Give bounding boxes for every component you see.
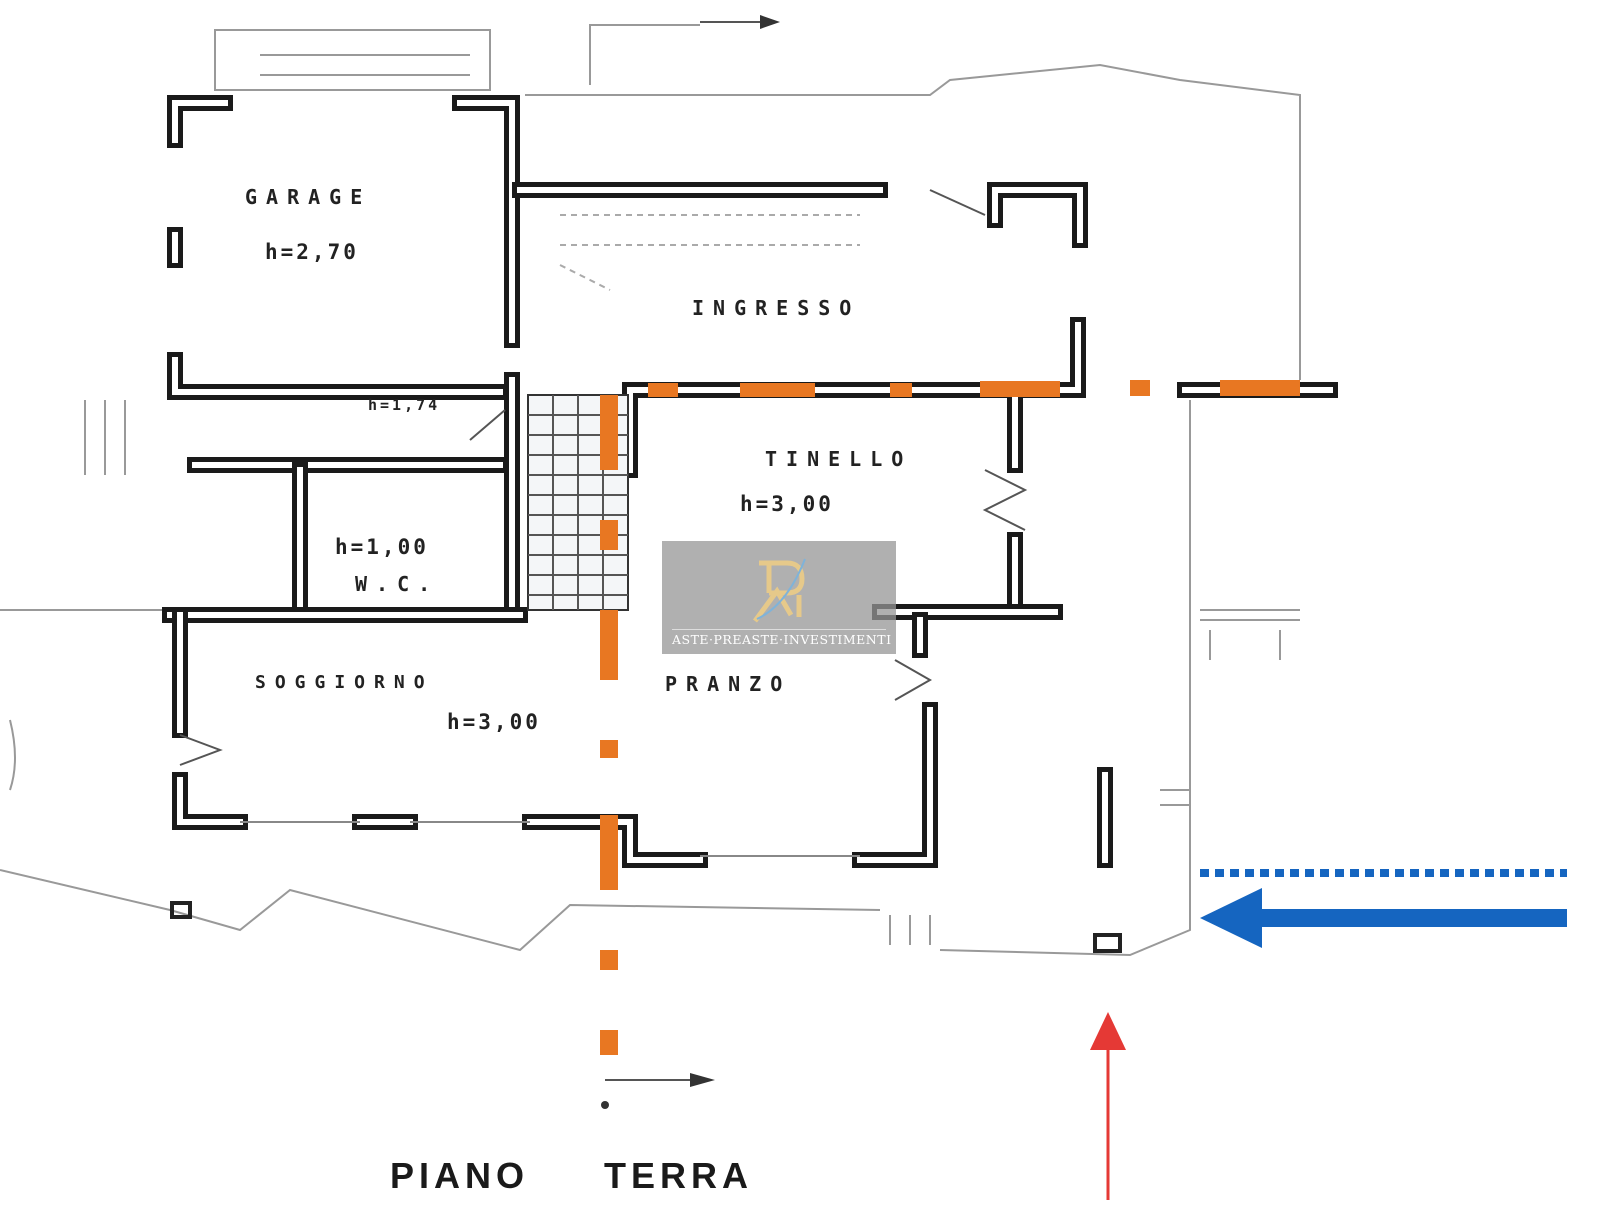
room-label-soggiorno: SOGGIORNO — [255, 672, 434, 693]
room-label-garage: GARAGE — [245, 185, 372, 209]
room-label-ingresso: INGRESSO — [692, 296, 861, 320]
site-lines — [0, 15, 1301, 957]
room-label-pranzo: PRANZO — [665, 672, 792, 696]
plan-title: PIANO TERRA — [390, 1155, 754, 1196]
watermark: ASTE·PREASTE·INVESTIMENTI — [662, 541, 896, 654]
room-label-wc: W.C. — [355, 572, 440, 596]
door-swings — [179, 189, 1028, 766]
room-height-tinello: h=3,00 — [740, 492, 834, 516]
room-height-garage: h=2,70 — [265, 240, 359, 264]
watermark-logo-icon — [752, 558, 806, 623]
room-height-wc: h=1,00 — [335, 535, 429, 559]
room-label-tinello: TINELLO — [765, 447, 913, 471]
walls — [162, 95, 1338, 868]
room-height-ripostiglio: h=1,74 — [368, 396, 441, 414]
access-arrow — [1200, 869, 1567, 948]
watermark-text: ASTE·PREASTE·INVESTIMENTI — [672, 629, 891, 647]
room-height-soggiorno: h=3,00 — [447, 710, 541, 734]
entry-arrow — [1090, 1012, 1126, 1200]
section-line — [600, 380, 1300, 1055]
